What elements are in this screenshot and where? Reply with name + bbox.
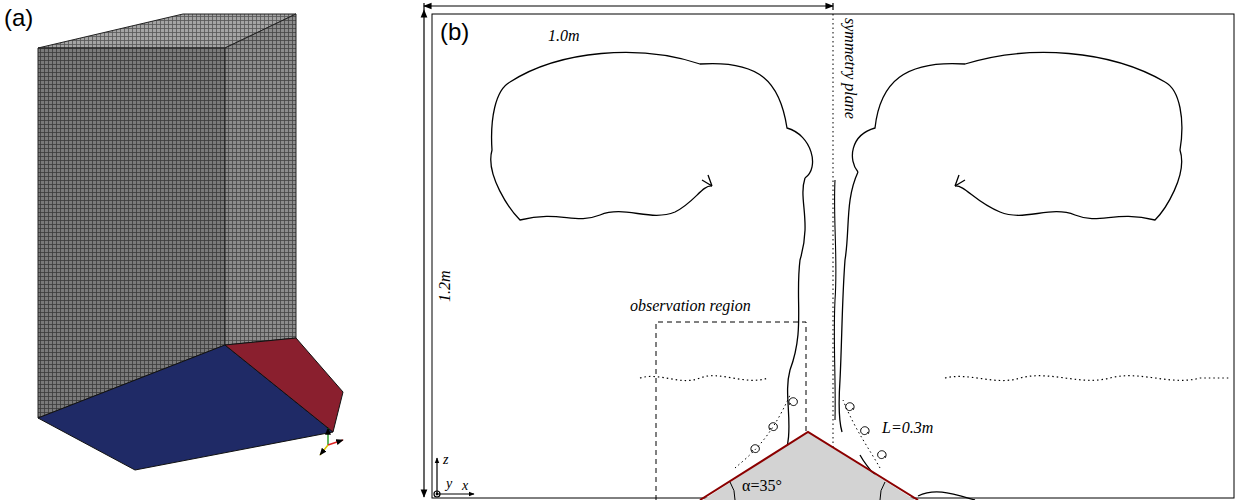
axis-label: x (462, 479, 468, 493)
axis-triad (320, 428, 343, 455)
panel-label: (b) (440, 20, 469, 44)
mesh-box (38, 14, 343, 470)
length-label: L=0.3m (880, 420, 935, 436)
dimension-label: 1.0m (548, 28, 580, 44)
ridge (700, 432, 918, 500)
plane-label: symmetry plane (842, 18, 858, 119)
domain-sketch (424, 3, 1234, 500)
dimension-label: 1.2m (437, 270, 453, 302)
axis-label: y (446, 477, 452, 491)
region-label: observation region (628, 298, 753, 314)
panel-label: (a) (4, 6, 33, 30)
angle-label: α=35° (740, 478, 784, 494)
axis-triad-b (434, 458, 474, 497)
axis-label: z (443, 453, 448, 467)
